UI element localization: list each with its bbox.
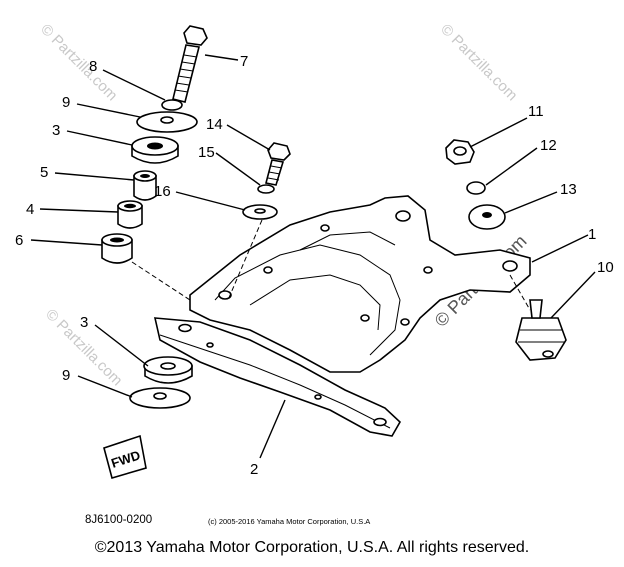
callout-5: 5 — [40, 164, 48, 181]
part-2-lower-plate — [153, 317, 402, 437]
part-3-damper-upper — [131, 136, 179, 164]
callout-12: 12 — [540, 137, 557, 154]
callout-7: 7 — [240, 53, 248, 70]
part-13-damper — [468, 204, 506, 230]
callout-15: 15 — [198, 144, 215, 161]
part-8-washer — [161, 99, 183, 111]
callout-16: 16 — [154, 183, 171, 200]
callout-13: 13 — [560, 181, 577, 198]
callout-14: 14 — [206, 116, 223, 133]
centerline-mid — [227, 219, 263, 301]
callout-4: 4 — [26, 201, 34, 218]
centerline-right — [509, 274, 531, 311]
callout-9-lower: 9 — [62, 367, 70, 384]
part-7-bolt — [172, 25, 208, 103]
part-11-nut — [445, 139, 475, 165]
watermark-left: © Partzilla.com — [37, 21, 120, 104]
part-14-bolt — [265, 142, 291, 186]
diagram-code: 8J6100-0200 — [85, 514, 152, 526]
part-3-damper-lower — [143, 356, 193, 384]
small-copyright: (c) 2005-2016 Yamaha Motor Corporation, … — [208, 517, 370, 526]
part-9-washer-upper — [136, 111, 198, 133]
watermark-right: © Partzilla.com — [437, 21, 520, 104]
part-9-washer-lower — [129, 387, 191, 409]
part-16-washer — [242, 204, 278, 220]
callout-8: 8 — [89, 58, 97, 75]
callout-3-lower: 3 — [80, 314, 88, 331]
part-15-washer — [257, 184, 275, 194]
callout-1: 1 — [588, 226, 596, 243]
callout-3-upper: 3 — [52, 122, 60, 139]
fwd-indicator: FWD — [103, 434, 147, 479]
part-5-collar — [133, 170, 157, 201]
part-1-bracket-plate — [189, 195, 531, 373]
part-10-mount — [515, 299, 567, 361]
part-4-collar — [117, 200, 143, 229]
part-12-washer — [466, 181, 486, 195]
callout-11: 11 — [528, 103, 544, 120]
callout-9-upper: 9 — [62, 94, 70, 111]
centerline-left — [131, 261, 191, 301]
callout-6: 6 — [15, 232, 23, 249]
leader-lines — [30, 54, 596, 459]
copyright-footer: ©2013 Yamaha Motor Corporation, U.S.A. A… — [94, 539, 530, 556]
callout-2: 2 — [250, 461, 258, 478]
part-6-bushing — [101, 233, 133, 264]
callout-10: 10 — [597, 259, 614, 276]
